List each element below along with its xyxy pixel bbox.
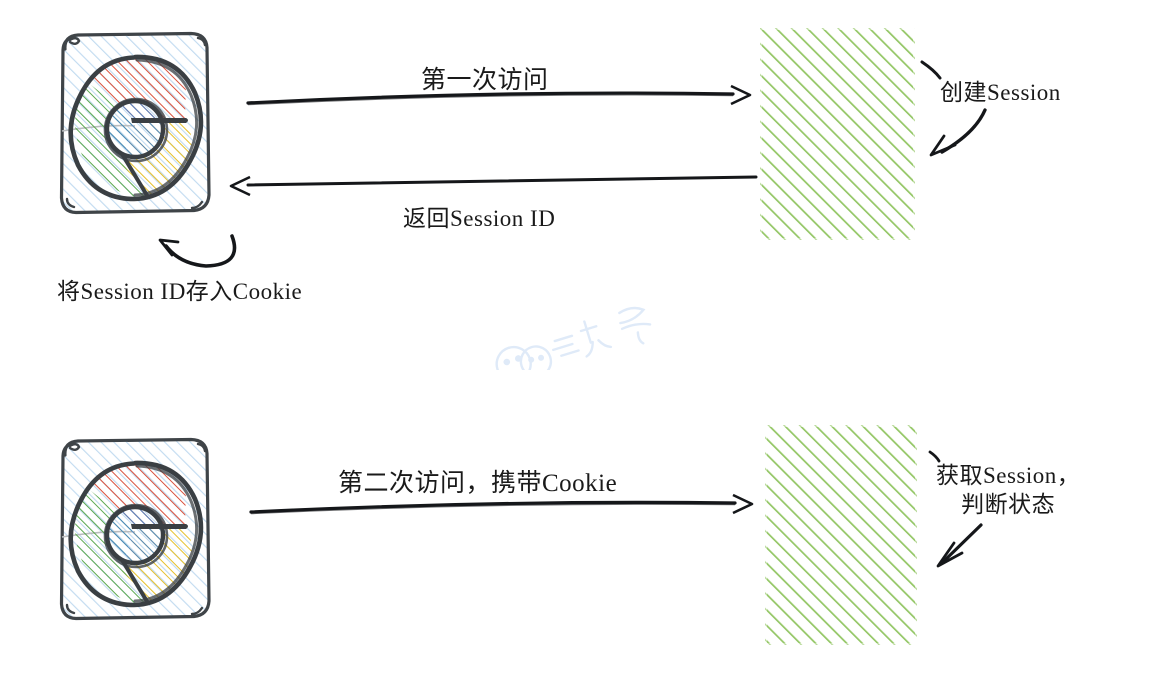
request-2-label: 第二次访问，携带Cookie	[338, 470, 618, 497]
chrome-browser-icon-row1	[61, 33, 209, 213]
request-arrow-1	[246, 84, 752, 106]
request-1-label: 第一次访问	[421, 67, 549, 94]
response-1-label: 返回Session ID	[403, 206, 556, 231]
client-note-1-label: 将Session ID存入Cookie	[57, 279, 303, 304]
request-arrow-2	[249, 493, 754, 515]
server-note-2-label: 获取Session， 判断状态	[936, 463, 1081, 517]
server-note-1-label: 创建Session	[940, 80, 1061, 105]
server-note-arrow-2	[928, 450, 983, 568]
server-box-row1	[760, 28, 915, 240]
client-note-arrow-1	[158, 234, 237, 268]
response-arrow-1	[229, 175, 758, 197]
server-note-arrow-1	[920, 60, 987, 157]
chrome-browser-icon-row2	[61, 439, 209, 619]
server-box-row2	[765, 425, 917, 645]
